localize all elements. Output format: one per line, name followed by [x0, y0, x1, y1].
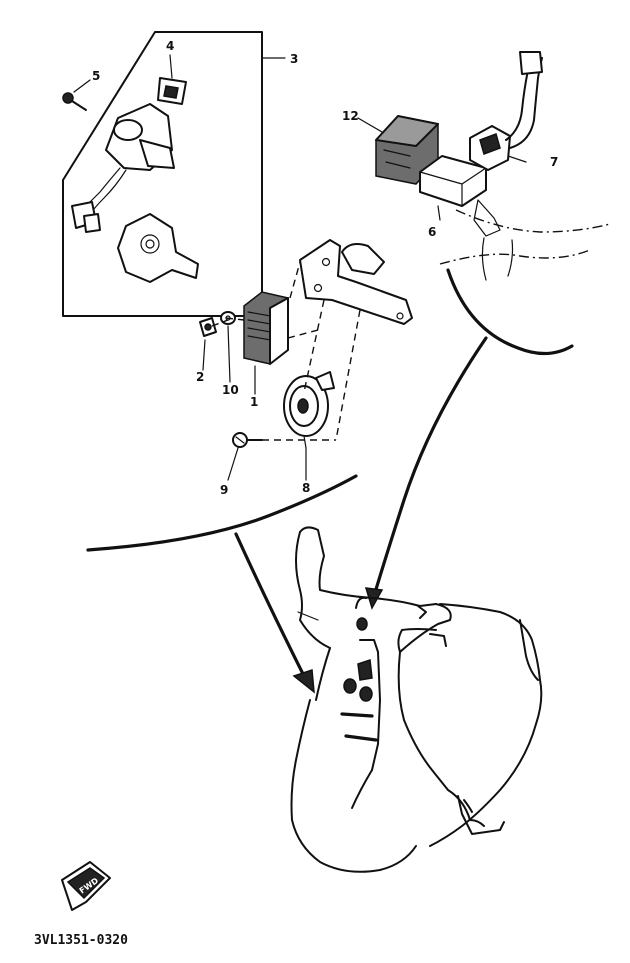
screw-part-9: [232, 432, 263, 448]
callout-6: 6: [428, 225, 436, 239]
frame-section: [439, 199, 611, 281]
callout-10: 10: [222, 383, 239, 397]
bolt-part-2: [199, 317, 217, 337]
mounting-bracket: [299, 239, 413, 325]
callout-4: 4: [166, 39, 174, 53]
callout-1: 1: [250, 395, 258, 409]
main-switch-body: [71, 103, 175, 233]
resistor-part-7: [469, 51, 543, 171]
horn-part-8: [283, 371, 335, 449]
key-cylinder-part-4: [157, 54, 187, 105]
callout-8: 8: [302, 481, 310, 495]
screw-part-5: [62, 79, 91, 111]
callout-5: 5: [92, 69, 100, 83]
rectifier-regulator-part-1: [243, 291, 289, 365]
callout-12: 12: [342, 109, 359, 123]
main-switch-assembly-group: [62, 31, 286, 317]
switch-bracket: [117, 213, 199, 283]
document-code: 3VL1351-0320: [34, 933, 128, 948]
relay-part-6: [419, 155, 487, 221]
assembly-guide-lines: [211, 261, 361, 441]
callout-bracket-lines: [86, 268, 574, 552]
flasher-relay-part-12: [375, 115, 439, 185]
callout-9: 9: [220, 483, 228, 497]
callout-3: 3: [290, 52, 298, 66]
callout-7: 7: [550, 155, 558, 169]
callout-2: 2: [196, 370, 204, 384]
scooter-outline: [290, 526, 543, 873]
forward-direction-badge: FWD: [61, 861, 111, 911]
